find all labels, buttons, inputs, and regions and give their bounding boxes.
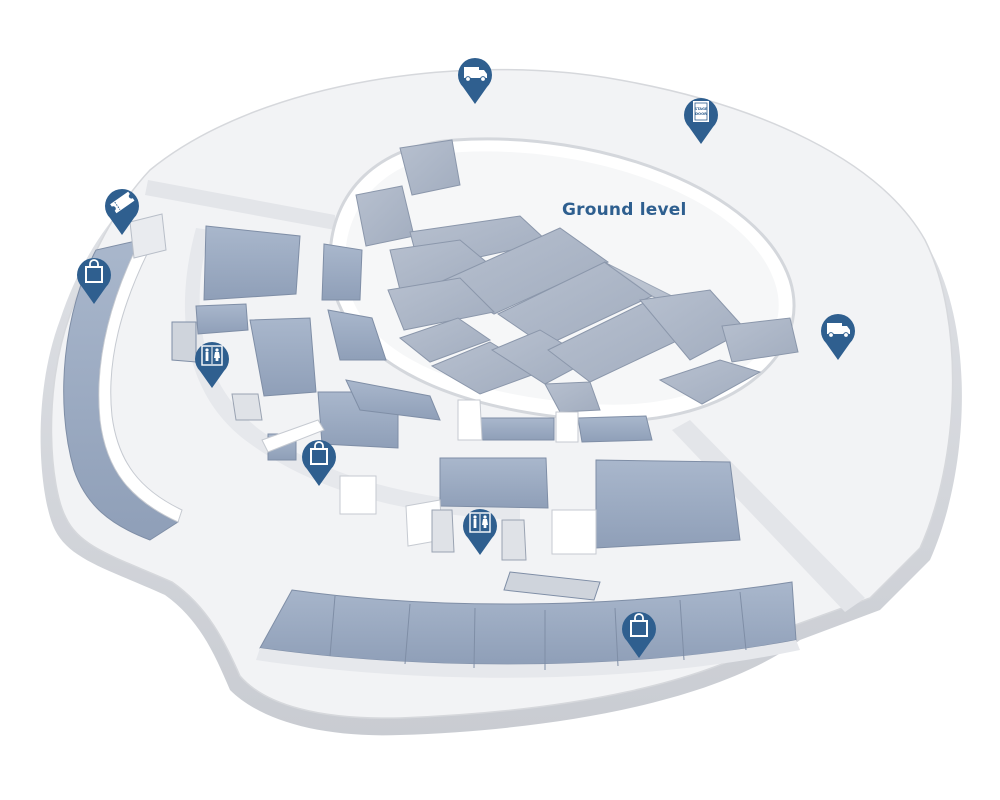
shop-pin-west[interactable] [75, 254, 113, 306]
box-office-pin[interactable] [103, 185, 141, 237]
truck-icon [458, 57, 492, 104]
toilets-pin-west[interactable] [193, 338, 231, 390]
stage-door-label-line2: DOOR [695, 112, 707, 116]
stairs [231, 393, 527, 561]
level-title: Ground level [562, 200, 687, 220]
stage-door-pin[interactable]: STAGE DOOR [682, 94, 720, 146]
box-office-counter [129, 213, 167, 259]
loading-bay-pin-top[interactable] [456, 54, 494, 106]
shop-pin-south[interactable] [620, 608, 658, 660]
shopping-bag-icon [77, 257, 111, 304]
stage-door-icon: STAGE DOOR [684, 97, 718, 144]
south-shop-dividers [329, 591, 747, 670]
toilets-icon [463, 508, 497, 555]
north-divider [145, 180, 335, 230]
south-concourse-shops [259, 581, 797, 665]
shopping-bag-icon [302, 439, 336, 486]
stalls-seating [355, 139, 799, 413]
loading-bay-pin-east[interactable] [819, 310, 857, 362]
ticket-icon [105, 188, 139, 235]
shop-pin-center[interactable] [300, 436, 338, 488]
stage-door-label-line1: STAGE [695, 107, 708, 111]
toilets-pin-center[interactable] [461, 505, 499, 557]
shopping-bag-icon [622, 611, 656, 658]
foyer-rooms [195, 225, 741, 553]
truck-icon [821, 313, 855, 360]
west-concourse-wall [98, 239, 183, 523]
toilets-icon [195, 341, 229, 388]
south-concourse-front [256, 640, 800, 678]
